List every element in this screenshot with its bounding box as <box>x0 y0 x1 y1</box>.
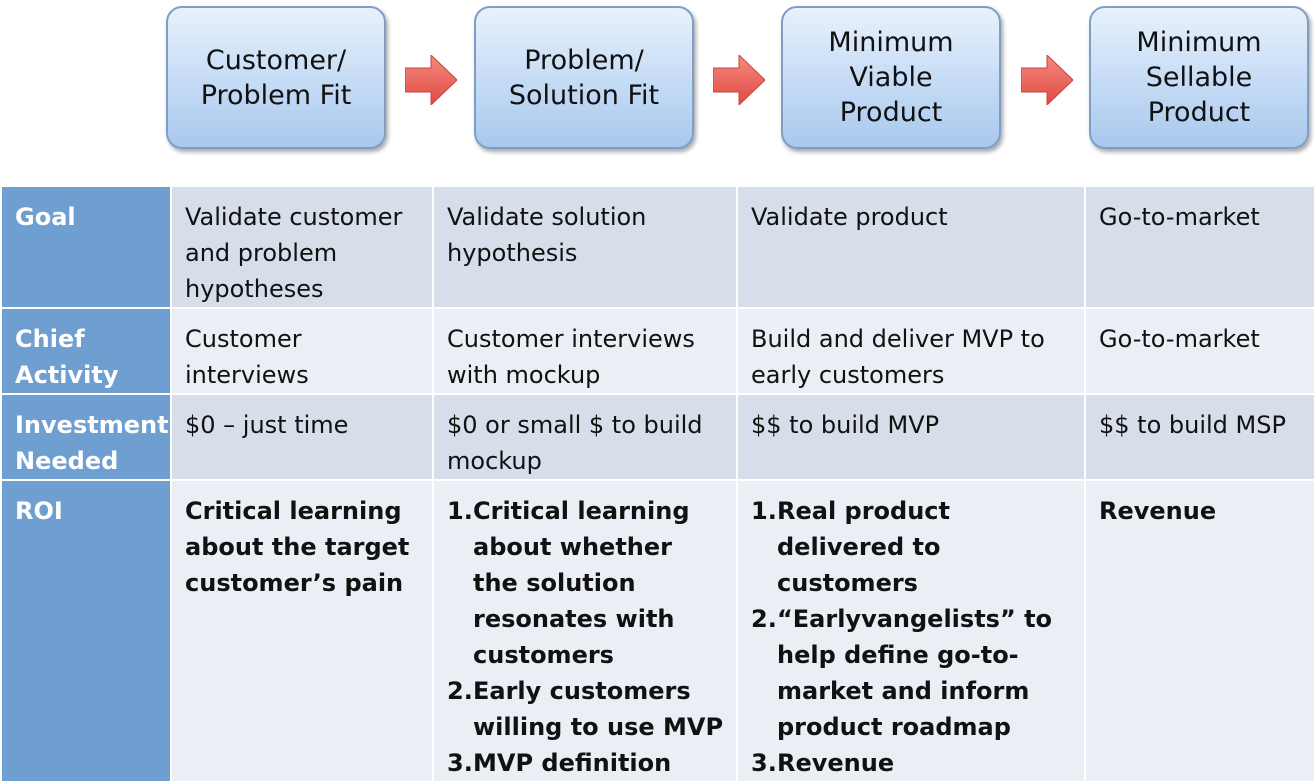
list-number: 1. <box>447 497 473 525</box>
list-number: 3. <box>751 749 777 777</box>
list-text: Early customers willing to use MVP <box>473 677 724 741</box>
list-item: 1.Critical learning about whether the so… <box>447 493 724 673</box>
table-cell: $0 – just time <box>170 393 434 481</box>
arrow-right-icon <box>1021 55 1073 105</box>
table-cell: 1.Critical learning about whether the so… <box>432 479 738 783</box>
list-item: 3.Revenue <box>751 745 1072 780</box>
table-cell: Go-to-market <box>1084 307 1314 395</box>
list-text: “Earlyvangelists” to help define go-to-m… <box>777 605 1053 741</box>
table-cell: Go-to-market <box>1084 185 1314 309</box>
stage-customer-problem-fit: Customer/ Problem Fit <box>166 6 386 149</box>
stage-label: Problem/ Solution Fit <box>508 44 660 111</box>
list-item: 1.Real product delivered to customers <box>751 493 1072 601</box>
list-number: 3. <box>447 749 473 777</box>
list-number: 2. <box>447 677 473 705</box>
table-row-chief-activity: Chief Activity Customer interviews Custo… <box>0 307 1314 395</box>
stage-label: Minimum Sellable Product <box>1136 27 1262 128</box>
table-cell: Customer interviews with mockup <box>432 307 738 395</box>
table-cell: Customer interviews <box>170 307 434 395</box>
roi-list: 1.Real product delivered to customers 2.… <box>751 493 1072 780</box>
list-number: 2. <box>751 605 777 633</box>
row-header: Goal <box>0 185 172 309</box>
list-item: 3.MVP definition <box>447 745 724 780</box>
list-item: 2.Early customers willing to use MVP <box>447 673 724 745</box>
table-cell: 1.Real product delivered to customers 2.… <box>736 479 1086 783</box>
table-row-investment-needed: Investment Needed $0 – just time $0 or s… <box>0 393 1314 481</box>
arrow-right-icon <box>405 55 457 105</box>
stage-minimum-viable-product: Minimum Viable Product <box>781 6 1001 149</box>
list-text: Critical learning about whether the solu… <box>473 497 690 669</box>
table-cell: Critical learning about the target custo… <box>170 479 434 783</box>
roi-list: 1.Critical learning about whether the so… <box>447 493 724 780</box>
arrow-right-icon <box>713 55 765 105</box>
table-cell: Validate customer and problem hypotheses <box>170 185 434 309</box>
list-item: 2.“Earlyvangelists” to help define go-to… <box>751 601 1072 745</box>
list-text: Real product delivered to customers <box>777 497 951 597</box>
table-cell: $$ to build MVP <box>736 393 1086 481</box>
list-text: MVP definition <box>473 749 672 777</box>
row-header: Chief Activity <box>0 307 172 395</box>
stage-comparison-table: Goal Validate customer and problem hypot… <box>0 185 1314 783</box>
table-cell: $$ to build MSP <box>1084 393 1314 481</box>
table-cell: Validate product <box>736 185 1086 309</box>
table-row-goal: Goal Validate customer and problem hypot… <box>0 185 1314 309</box>
row-header: ROI <box>0 479 172 783</box>
stage-minimum-sellable-product: Minimum Sellable Product <box>1089 6 1309 149</box>
stage-problem-solution-fit: Problem/ Solution Fit <box>474 6 694 149</box>
table-cell: $0 or small $ to build mockup <box>432 393 738 481</box>
list-text: Revenue <box>777 749 895 777</box>
table-row-roi: ROI Critical learning about the target c… <box>0 479 1314 783</box>
stage-label: Customer/ Problem Fit <box>200 44 352 111</box>
table-cell: Revenue <box>1084 479 1314 783</box>
row-header: Investment Needed <box>0 393 172 481</box>
stage-label: Minimum Viable Product <box>828 27 954 128</box>
table-cell: Build and deliver MVP to early customers <box>736 307 1086 395</box>
list-number: 1. <box>751 497 777 525</box>
table-cell: Validate solution hypothesis <box>432 185 738 309</box>
